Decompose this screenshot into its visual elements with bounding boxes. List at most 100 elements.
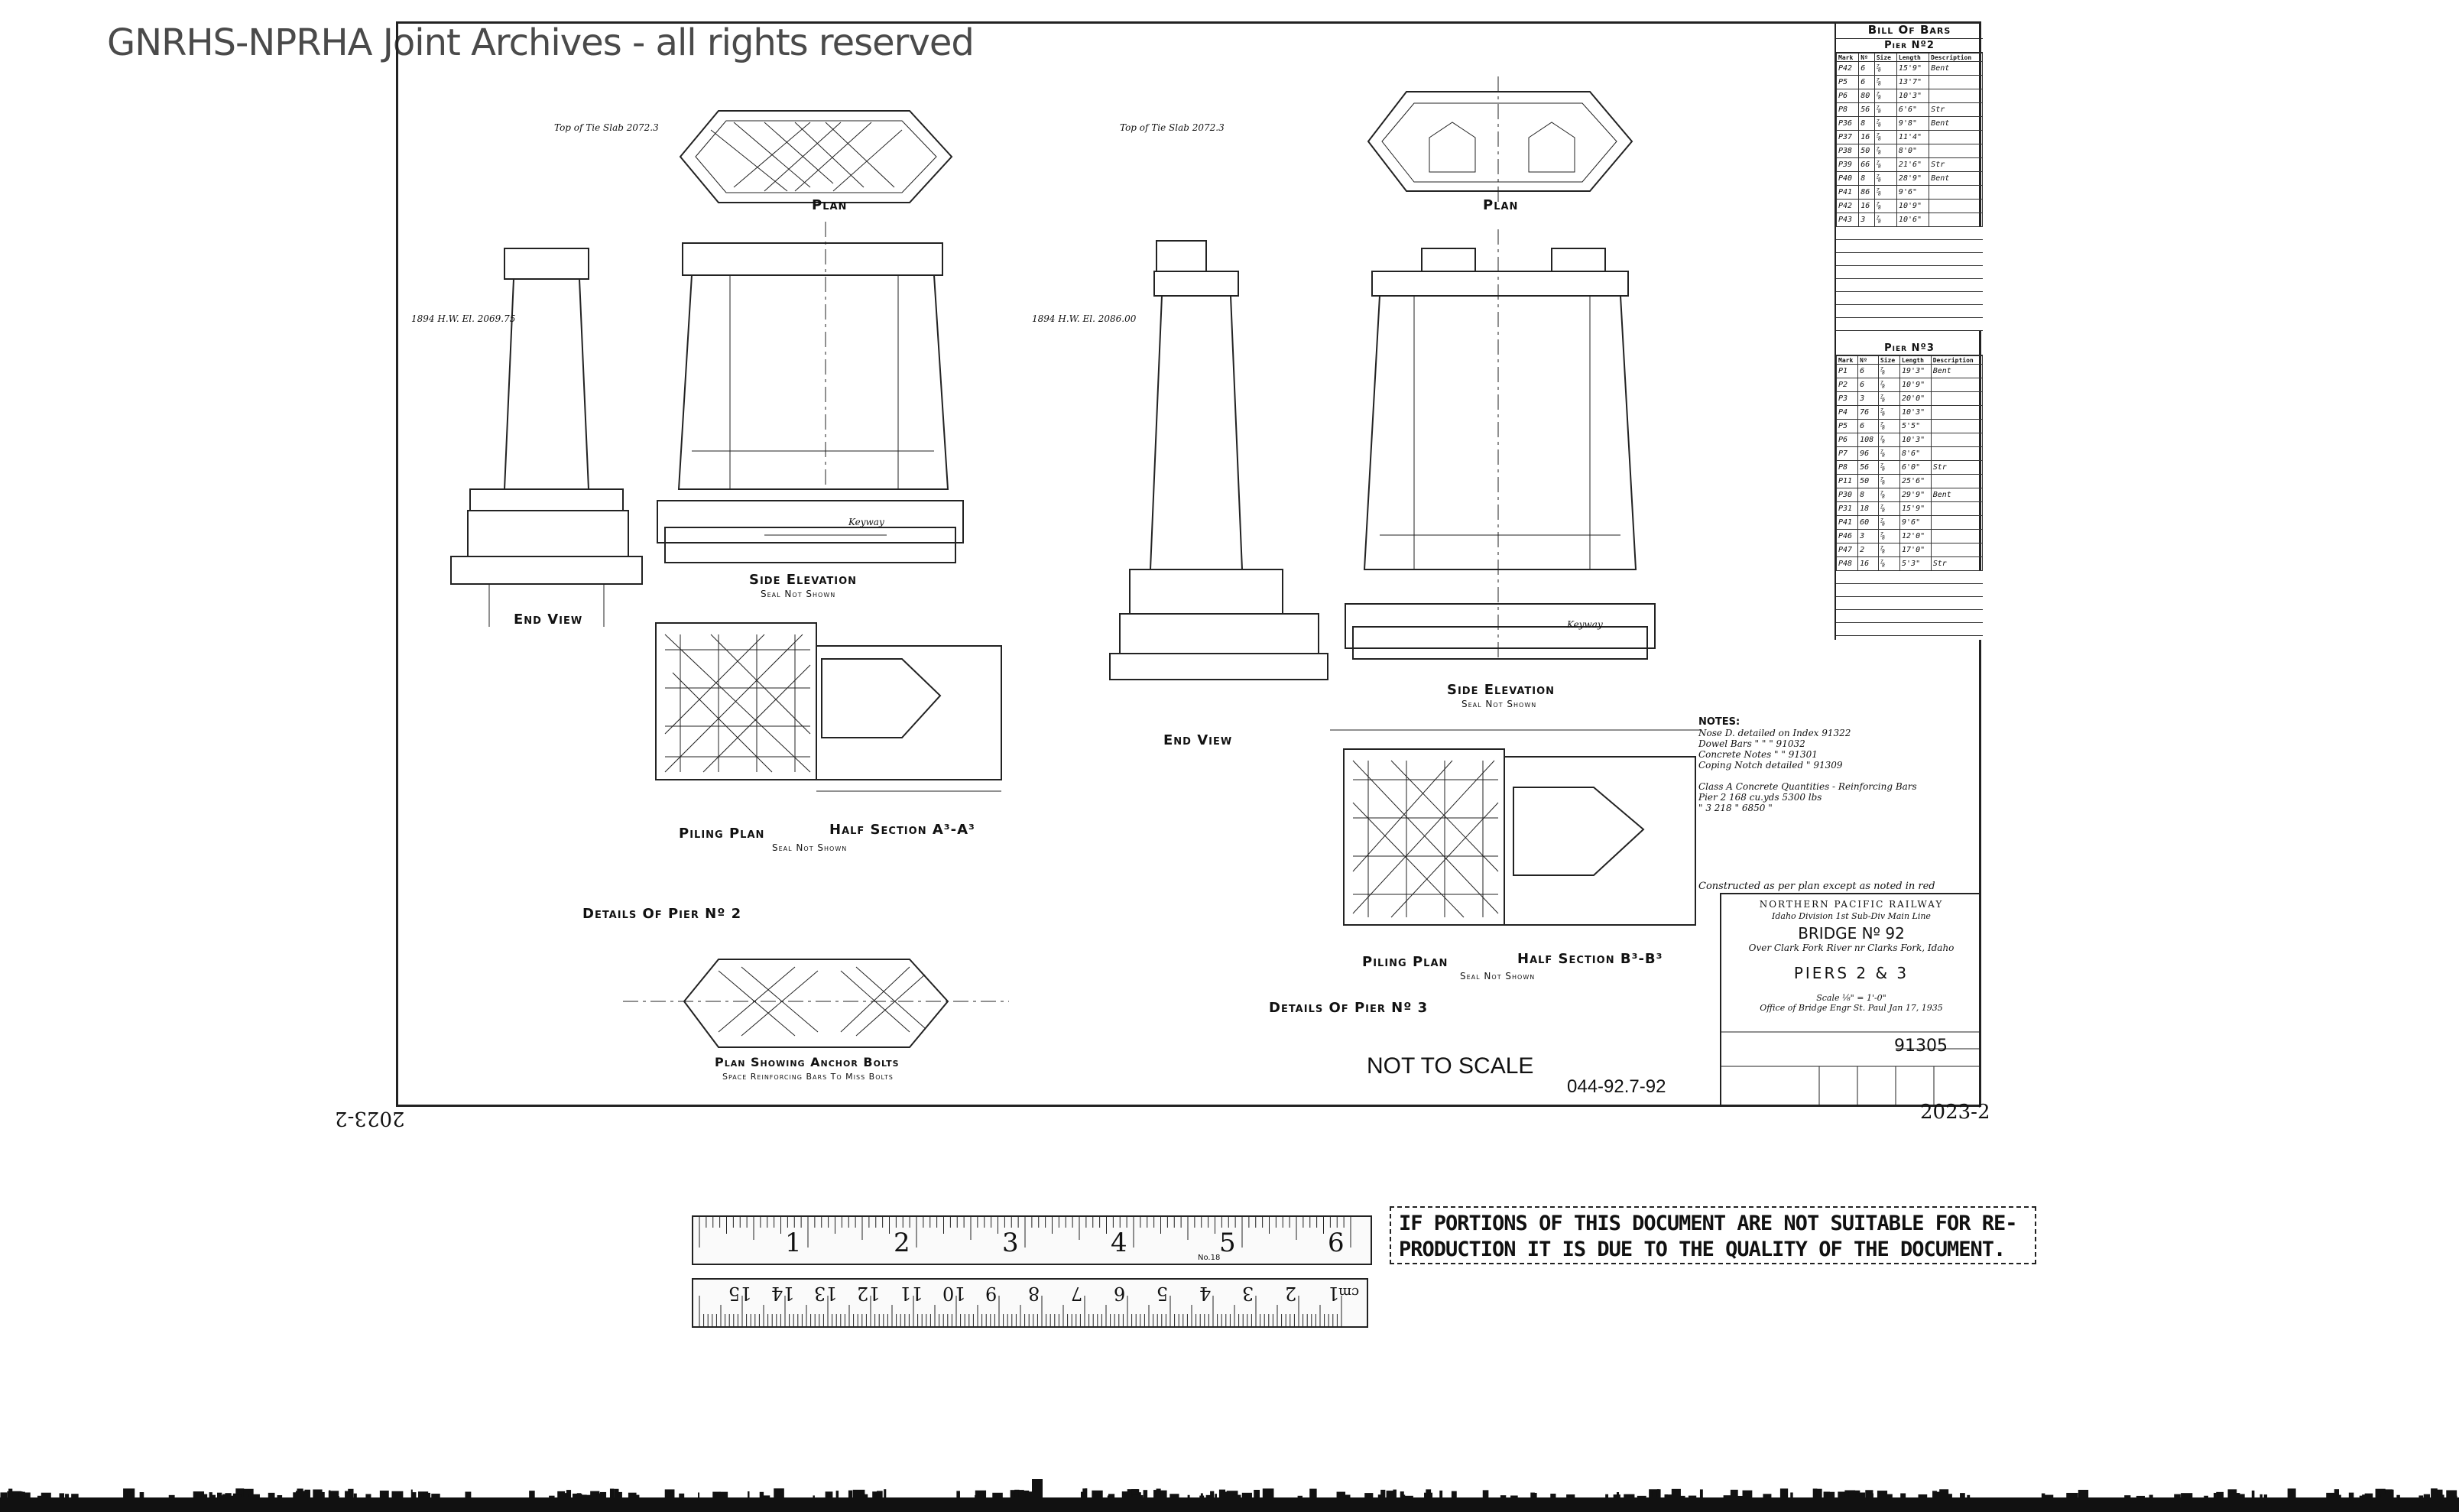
bill-cell: 56 bbox=[1857, 460, 1879, 475]
bill-cell: 18 bbox=[1857, 501, 1879, 516]
reproduction-quality-stamp: IF PORTIONS OF THIS DOCUMENT ARE NOT SUI… bbox=[1390, 1206, 2036, 1264]
cm-ruler-number: 13 bbox=[814, 1283, 838, 1304]
bill-cell: P47 bbox=[1835, 543, 1859, 557]
bill-cell: P11 bbox=[1835, 474, 1859, 488]
bill-cell: 3 bbox=[1858, 213, 1875, 227]
cm-ruler-number: 12 bbox=[857, 1283, 881, 1304]
bill-cell: 15'9" bbox=[1899, 501, 1932, 516]
pier2-end-view-cap bbox=[504, 248, 589, 280]
drawing-number: 044-92.7-92 bbox=[1567, 1076, 1666, 1097]
archive-watermark: GNRHS-NPRHA Joint Archives - all rights … bbox=[107, 21, 975, 64]
bill-cell: ⅞ bbox=[1877, 405, 1901, 420]
bill-cell: 50 bbox=[1857, 474, 1879, 488]
inch-ruler-ticks bbox=[699, 1217, 1351, 1248]
cm-ruler-number: 15 bbox=[728, 1283, 752, 1304]
bill-cell: 56 bbox=[1858, 102, 1875, 117]
bill-cell: 6 bbox=[1857, 378, 1879, 392]
bill-cell bbox=[1930, 433, 1984, 447]
bill-cell: ⅞ bbox=[1873, 157, 1897, 172]
bill-cell: 9'6" bbox=[1899, 515, 1932, 530]
bill-cell: 15'9" bbox=[1896, 61, 1930, 76]
bill-cell: 8'6" bbox=[1899, 446, 1932, 461]
bill-cell: Bent bbox=[1929, 171, 1983, 186]
title-block: Constructed as per plan except as noted … bbox=[1698, 881, 1981, 1107]
bill-cell: ⅞ bbox=[1873, 89, 1897, 103]
pier3-plan-outline bbox=[1367, 91, 1633, 192]
bill-cell: ⅞ bbox=[1873, 213, 1897, 227]
bill-cell: 6'6" bbox=[1896, 102, 1930, 117]
inch-ruler-number: 1 bbox=[785, 1228, 802, 1258]
bill-cell: ⅞ bbox=[1877, 501, 1901, 516]
bill-cell: ⅞ bbox=[1873, 130, 1897, 144]
bill-title: Bill Of Bars bbox=[1836, 21, 1983, 39]
bill-cell: 6'0" bbox=[1899, 460, 1932, 475]
bill-cell: P8 bbox=[1835, 102, 1860, 117]
bill-cell bbox=[1930, 501, 1984, 516]
bill-cell: 16 bbox=[1857, 556, 1879, 571]
pier3-piling-hatch bbox=[1352, 760, 1499, 918]
bill-cell: P42 bbox=[1835, 61, 1860, 76]
pier3-top-elevation: Top of Tie Slab 2072.3 bbox=[1120, 122, 1225, 133]
bill-cell: 9'6" bbox=[1896, 185, 1930, 200]
inch-ruler-number: 6 bbox=[1328, 1228, 1345, 1258]
cm-ruler-number: 11 bbox=[900, 1283, 923, 1304]
bill-cell: P41 bbox=[1835, 185, 1860, 200]
bill-cell bbox=[1929, 185, 1983, 200]
bill-cell: ⅞ bbox=[1873, 199, 1897, 213]
bill-cell: Bent bbox=[1930, 488, 1984, 502]
bill-cell: 5'5" bbox=[1899, 419, 1932, 433]
bill-cell bbox=[1930, 419, 1984, 433]
bill-cell: P6 bbox=[1835, 89, 1860, 103]
pier3-side-elevation-sub: Seal Not Shown bbox=[1461, 699, 1537, 709]
sheet-number: 2023-2 bbox=[1920, 1101, 1990, 1124]
bill-cell: Str bbox=[1930, 556, 1984, 571]
bill-cell: ⅞ bbox=[1877, 460, 1901, 475]
bridge-location: Over Clark Fork River nr Clarks Fork, Id… bbox=[1748, 943, 1955, 953]
cm-ruler-number: 2 bbox=[1285, 1283, 1297, 1304]
cm-ruler-number: 3 bbox=[1242, 1283, 1254, 1304]
bill-cell: ⅞ bbox=[1877, 515, 1901, 530]
bill-cell: Str bbox=[1929, 102, 1983, 117]
bill-cell: ⅞ bbox=[1877, 529, 1901, 543]
bill-cell: Bent bbox=[1929, 116, 1983, 131]
pier2-half-section bbox=[816, 645, 1002, 780]
bill-cell: 28'9" bbox=[1896, 171, 1930, 186]
cm-ruler-number: 6 bbox=[1114, 1283, 1126, 1304]
inch-ruler-number: 2 bbox=[894, 1228, 910, 1258]
pier2-anchor-sub: Space Reinforcing Bars To Miss Bolts bbox=[722, 1072, 894, 1082]
cm-ruler-ticks bbox=[699, 1296, 1342, 1326]
stamp-line-1: IF PORTIONS OF THIS DOCUMENT ARE NOT SUI… bbox=[1399, 1212, 2018, 1235]
bill-cell bbox=[1930, 446, 1984, 461]
bill-cell: 16 bbox=[1858, 130, 1875, 144]
bill-cell: 13'7" bbox=[1896, 75, 1930, 89]
bill-cell: 29'9" bbox=[1899, 488, 1932, 502]
bridge-number: BRIDGE Nº 92 bbox=[1798, 924, 1905, 943]
stamp-line-2: PRODUCTION IT IS DUE TO THE QUALITY OF T… bbox=[1399, 1238, 2006, 1261]
bill-cell: 19'3" bbox=[1899, 364, 1932, 378]
index-number: 91305 bbox=[1894, 1037, 1948, 1056]
pier3-half-section-label: Half Section B³-B³ bbox=[1517, 951, 1663, 967]
bill-cell bbox=[1929, 75, 1983, 89]
bill-cell: ⅞ bbox=[1877, 391, 1901, 406]
bill-cell: 50 bbox=[1858, 144, 1875, 158]
pier2-side-elevation-sub: Seal Not Shown bbox=[761, 589, 836, 599]
bill-cell: 8 bbox=[1858, 116, 1875, 131]
cm-ruler-number: 8 bbox=[1028, 1283, 1040, 1304]
bill-cell: ⅞ bbox=[1877, 419, 1901, 433]
bill-cell: P8 bbox=[1835, 460, 1859, 475]
bill-cell: P7 bbox=[1835, 446, 1859, 461]
